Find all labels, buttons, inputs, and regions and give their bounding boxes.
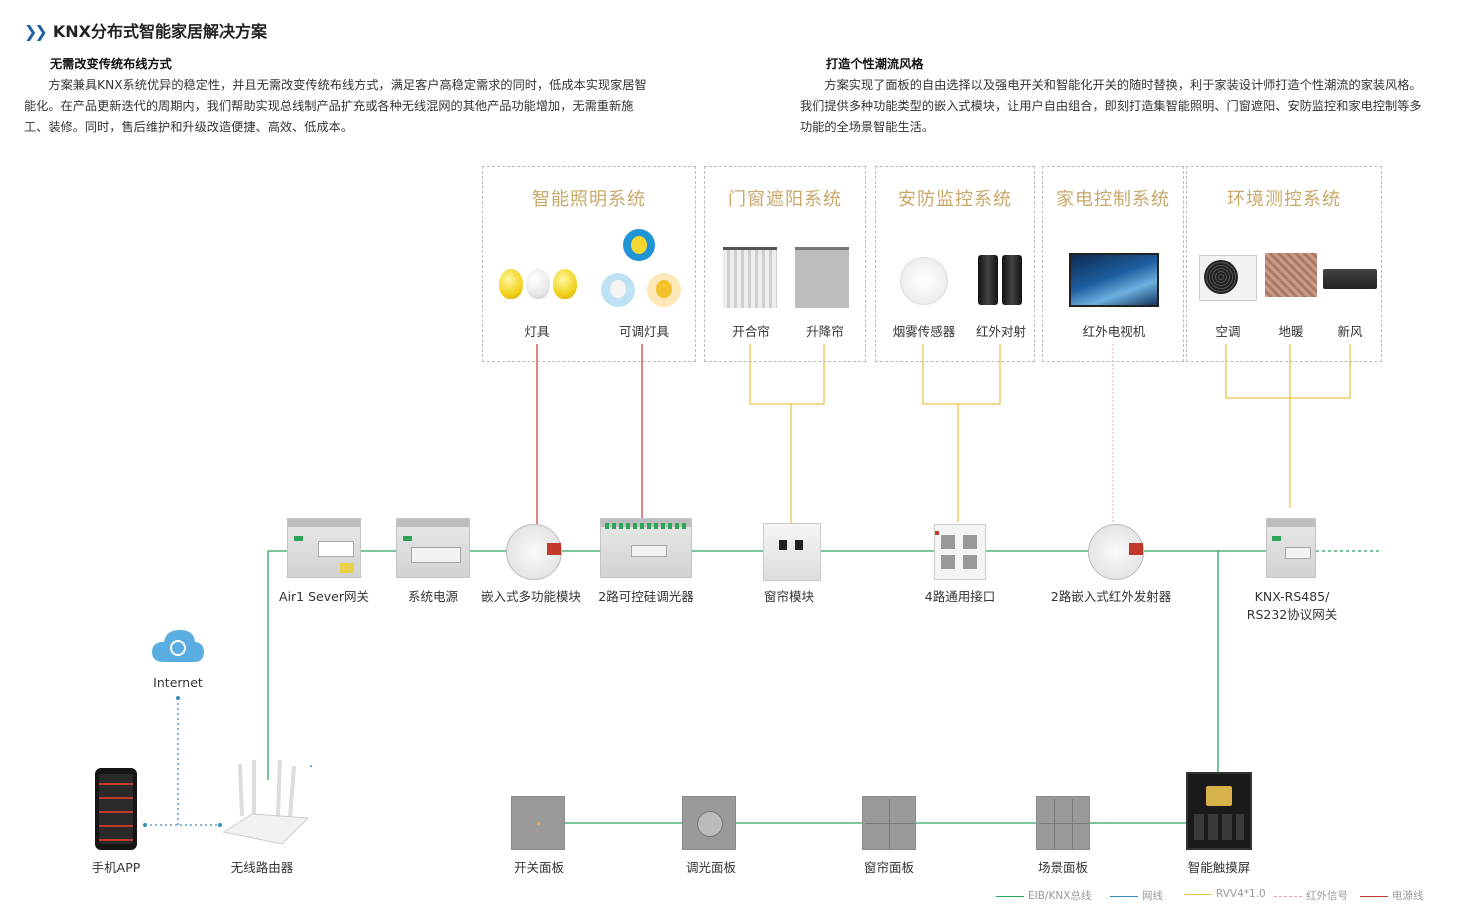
module-label: 4路通用接口 [924, 589, 996, 604]
module-label: 窗帘模块 [763, 589, 815, 604]
curtain-icon [723, 247, 777, 308]
system-power-supply [396, 518, 470, 578]
ir-emitter-module [1088, 524, 1144, 580]
system-environment: 环境测控系统 空调 地暖 新风 [1186, 166, 1382, 362]
curtain-panel [862, 796, 916, 850]
triac-dimmer [600, 518, 692, 578]
device-label: 红外电视机 [1082, 324, 1146, 339]
ir-beam-icon [978, 255, 998, 305]
tv-icon [1069, 253, 1159, 307]
device-label: 红外对射 [975, 324, 1027, 339]
intro-right-body: 方案实现了面板的自由选择以及强电开关和智能化开关的随时替换，利于家装设计师打造个… [800, 78, 1422, 134]
intro-left-body: 方案兼具KNX系统优异的稳定性，并且无需改变传统布线方式，满足客户高稳定需求的同… [24, 78, 647, 134]
device-label: 新风 [1337, 324, 1363, 339]
device-label: 烟雾传感器 [892, 324, 956, 339]
chevron-right-icon: ❯❯ [24, 22, 48, 41]
internet-label: Internet [153, 675, 203, 690]
device-label: 空调 [1215, 324, 1241, 339]
module-label: 2路嵌入式红外发射器 [1050, 589, 1172, 604]
dimmable-bulb-icon [601, 273, 635, 307]
device-label: 可调灯具 [618, 324, 670, 339]
panel-label: 调光面板 [685, 860, 737, 875]
universal-interface-4ch [934, 524, 986, 580]
system-shading: 门窗遮阳系统 开合帘 升降帘 [704, 166, 866, 362]
legend-power: 电源线 [1360, 888, 1424, 903]
dimmer-panel [682, 796, 736, 850]
device-label: 灯具 [524, 324, 550, 339]
legend-rvv: RVV4*1.0 [1184, 888, 1266, 900]
module-label: 2路可控硅调光器 [598, 589, 694, 604]
air-conditioner-icon [1199, 255, 1257, 301]
dimmable-bulb-icon [623, 229, 655, 261]
legend-net: 网线 [1110, 888, 1163, 903]
rvv-lines [749, 344, 1351, 523]
legend-knx: EIB/KNX总线 [996, 888, 1091, 903]
module-label: RS232协议网关 [1246, 607, 1338, 622]
system-security: 安防监控系统 烟雾传感器 红外对射 [875, 166, 1035, 362]
network-lines [145, 698, 220, 826]
router-label: 无线路由器 [230, 860, 294, 875]
phone-label: 手机APP [91, 860, 141, 875]
device-label: 开合帘 [732, 324, 770, 339]
system-lighting: 智能照明系统 灯具 可调灯具 [482, 166, 696, 362]
cloud-icon [150, 626, 206, 664]
system-appliance: 家电控制系统 红外电视机 [1042, 166, 1184, 362]
module-label: 系统电源 [407, 589, 459, 604]
bulb-icon [526, 269, 550, 299]
touch-screen [1186, 772, 1252, 850]
legend-ir: 红外信号 [1274, 888, 1348, 903]
embedded-multifunction-module [506, 524, 562, 580]
panel-label: 场景面板 [1037, 860, 1089, 875]
scene-panel [1036, 796, 1090, 850]
panel-label: 窗帘面板 [863, 860, 915, 875]
module-label: KNX-RS485/ [1254, 589, 1330, 604]
intro-right: 打造个性潮流风格 方案实现了面板的自由选择以及强电开关和智能化开关的随时替换，利… [800, 54, 1432, 138]
page-title: ❯❯KNX分布式智能家居解决方案 [24, 22, 267, 41]
module-label: Air1 Sever网关 [279, 589, 369, 604]
intro-right-heading: 打造个性潮流风格 [826, 57, 924, 71]
roller-blind-icon [795, 247, 849, 308]
switch-panel [511, 796, 565, 850]
fresh-air-icon [1323, 269, 1377, 289]
air1-server-gateway [287, 518, 361, 578]
phone-icon [95, 768, 137, 850]
device-label: 地暖 [1278, 324, 1304, 339]
intro-left-heading: 无需改变传统布线方式 [50, 57, 172, 71]
router-icon [222, 759, 321, 850]
curtain-module [763, 523, 821, 581]
dimmable-bulb-icon [647, 273, 681, 307]
rs485-gateway [1266, 518, 1316, 578]
panel-label: 开关面板 [513, 860, 565, 875]
ir-beam-icon [1002, 255, 1022, 305]
floor-heating-icon [1265, 253, 1317, 297]
intro-left: 无需改变传统布线方式 方案兼具KNX系统优异的稳定性，并且无需改变传统布线方式，… [24, 54, 656, 138]
power-lines [536, 344, 643, 524]
bulb-icon [553, 269, 577, 299]
smoke-sensor-icon [900, 257, 948, 305]
module-label: 嵌入式多功能模块 [480, 589, 582, 604]
panel-label: 智能触摸屏 [1187, 860, 1251, 875]
device-label: 升降帘 [806, 324, 844, 339]
bulb-icon [499, 269, 523, 299]
